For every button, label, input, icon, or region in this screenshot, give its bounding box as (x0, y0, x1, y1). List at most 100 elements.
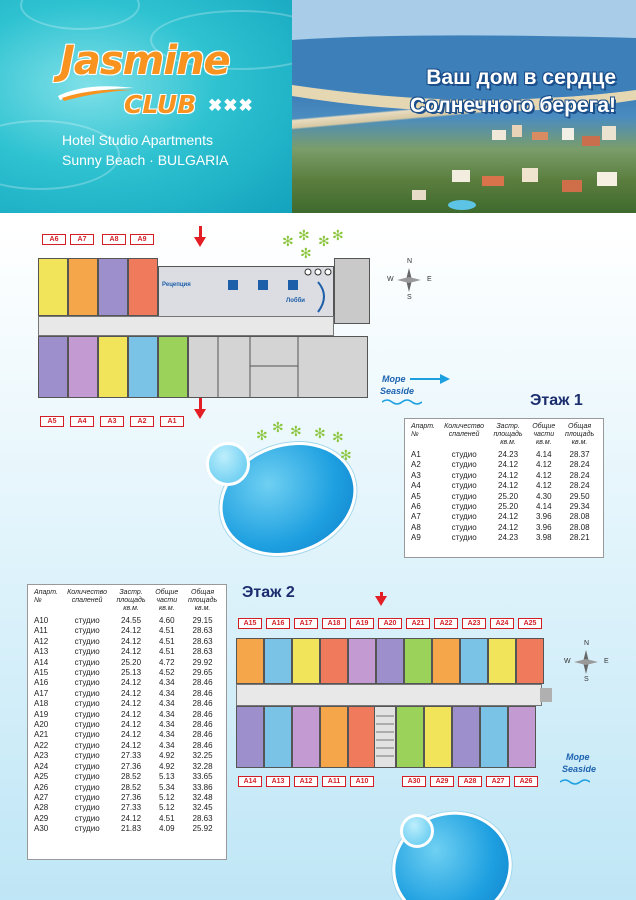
apartment-tag[interactable]: A13 (266, 776, 290, 787)
table-cell: 4.14 (535, 450, 552, 459)
apartment-tag[interactable]: A9 (130, 234, 154, 245)
table-cell: студио (74, 626, 100, 636)
entrance-arrow-icon (194, 237, 206, 247)
apartment-tag[interactable]: A12 (294, 776, 318, 787)
exit-arrow-stem (199, 398, 202, 410)
apartment-tag[interactable]: A27 (486, 776, 510, 787)
apartment-unit[interactable] (292, 638, 320, 684)
table-cell: студио (74, 803, 100, 813)
apartment-tag[interactable]: A3 (100, 416, 124, 427)
col-header: Количество спаленей (444, 423, 485, 438)
apartment-tag[interactable]: A21 (406, 618, 430, 629)
location-text: Sunny Beach · BULGARIA (62, 152, 229, 168)
apartment-tag[interactable]: A2 (130, 416, 154, 427)
apartment-unit[interactable] (404, 638, 432, 684)
table-cell: 28.63 (192, 813, 213, 823)
apartment-a5[interactable] (38, 336, 68, 398)
apartment-tag[interactable]: A1 (160, 416, 184, 427)
apartment-a4[interactable] (68, 336, 98, 398)
flower-icon: ✻ (282, 233, 294, 249)
apartment-tag[interactable]: A8 (102, 234, 126, 245)
apartment-tag[interactable]: A11 (322, 776, 346, 787)
table-cell: студио (74, 647, 100, 657)
apartment-a1[interactable] (158, 336, 188, 398)
apartment-tag[interactable]: A5 (40, 416, 64, 427)
apartment-unit[interactable] (320, 638, 348, 684)
table-cell: студио (451, 502, 477, 512)
table-cell: A4 (411, 481, 421, 491)
apartment-unit[interactable] (424, 706, 452, 768)
apartment-a8[interactable] (98, 258, 128, 316)
table-cell: 28.08 (569, 522, 590, 532)
apartment-tag[interactable]: A6 (42, 234, 66, 245)
apartment-tag[interactable]: A19 (350, 618, 374, 629)
apartment-unit[interactable] (460, 638, 488, 684)
corridor (38, 316, 334, 336)
apartment-a2[interactable] (128, 336, 158, 398)
apartment-unit[interactable] (396, 706, 424, 768)
apartment-unit[interactable] (508, 706, 536, 768)
apartment-a6[interactable] (38, 258, 68, 316)
apartment-unit[interactable] (516, 638, 544, 684)
logo-panel: Jasmine CLUB ✖✖✖ Hotel Studio Apartments… (0, 0, 292, 213)
apartment-unit[interactable] (480, 706, 508, 768)
swimming-pool (379, 798, 525, 900)
table-cell: 21.83 (121, 824, 142, 834)
apartment-tag[interactable]: A26 (514, 776, 538, 787)
apartment-tag[interactable]: A10 (350, 776, 374, 787)
table-cell: студио (451, 460, 477, 470)
apartment-unit[interactable] (264, 638, 292, 684)
table-cell: A13 (34, 647, 49, 657)
apartment-a3[interactable] (98, 336, 128, 398)
table-cell: студио (74, 636, 100, 646)
apartment-unit[interactable] (264, 706, 292, 768)
apartment-unit[interactable] (292, 706, 320, 768)
apartment-tag[interactable]: A25 (518, 618, 542, 629)
apartment-unit[interactable] (236, 706, 264, 768)
apartment-unit[interactable] (320, 706, 348, 768)
apartment-a7[interactable] (68, 258, 98, 316)
apartment-tag[interactable]: A14 (238, 776, 262, 787)
col-header: Застр. площадь кв.м. (116, 589, 146, 612)
flower-icon: ✻ (256, 427, 268, 443)
staircase (374, 706, 396, 768)
table-cell: 29.92 (192, 657, 213, 667)
entrance-arrow-stem (380, 592, 383, 598)
apartment-tag[interactable]: A7 (70, 234, 94, 245)
apartment-unit[interactable] (236, 638, 264, 684)
apartment-tag[interactable]: A15 (238, 618, 262, 629)
table-cell: 3.96 (535, 512, 552, 522)
exit-arrow-icon (194, 409, 206, 419)
apartment-unit[interactable] (432, 638, 460, 684)
apartment-tag[interactable]: A29 (430, 776, 454, 787)
apartment-tag[interactable]: A17 (294, 618, 318, 629)
apartment-tag[interactable]: A24 (490, 618, 514, 629)
jacuzzi (206, 442, 250, 486)
apartment-tag[interactable]: A4 (70, 416, 94, 427)
wave-icon (560, 779, 590, 785)
apartment-tag[interactable]: A23 (462, 618, 486, 629)
apartment-tag[interactable]: A20 (378, 618, 402, 629)
corridor (236, 684, 542, 706)
floor-2-table: Апарт. № Количество спаленей Застр. площ… (27, 584, 227, 860)
apartment-tag[interactable]: A28 (458, 776, 482, 787)
apartment-tag[interactable]: A30 (402, 776, 426, 787)
apartment-tag[interactable]: A16 (266, 618, 290, 629)
table-cell: 25.13 (121, 668, 142, 678)
apartment-unit[interactable] (452, 706, 480, 768)
apartment-unit[interactable] (376, 638, 404, 684)
apartment-unit[interactable] (348, 706, 376, 768)
apartment-a9[interactable] (128, 258, 158, 316)
table-cell: студио (74, 740, 100, 750)
apartment-unit[interactable] (488, 638, 516, 684)
apartment-tag[interactable]: A22 (434, 618, 458, 629)
apartment-unit[interactable] (348, 638, 376, 684)
apartment-tag[interactable]: A18 (322, 618, 346, 629)
